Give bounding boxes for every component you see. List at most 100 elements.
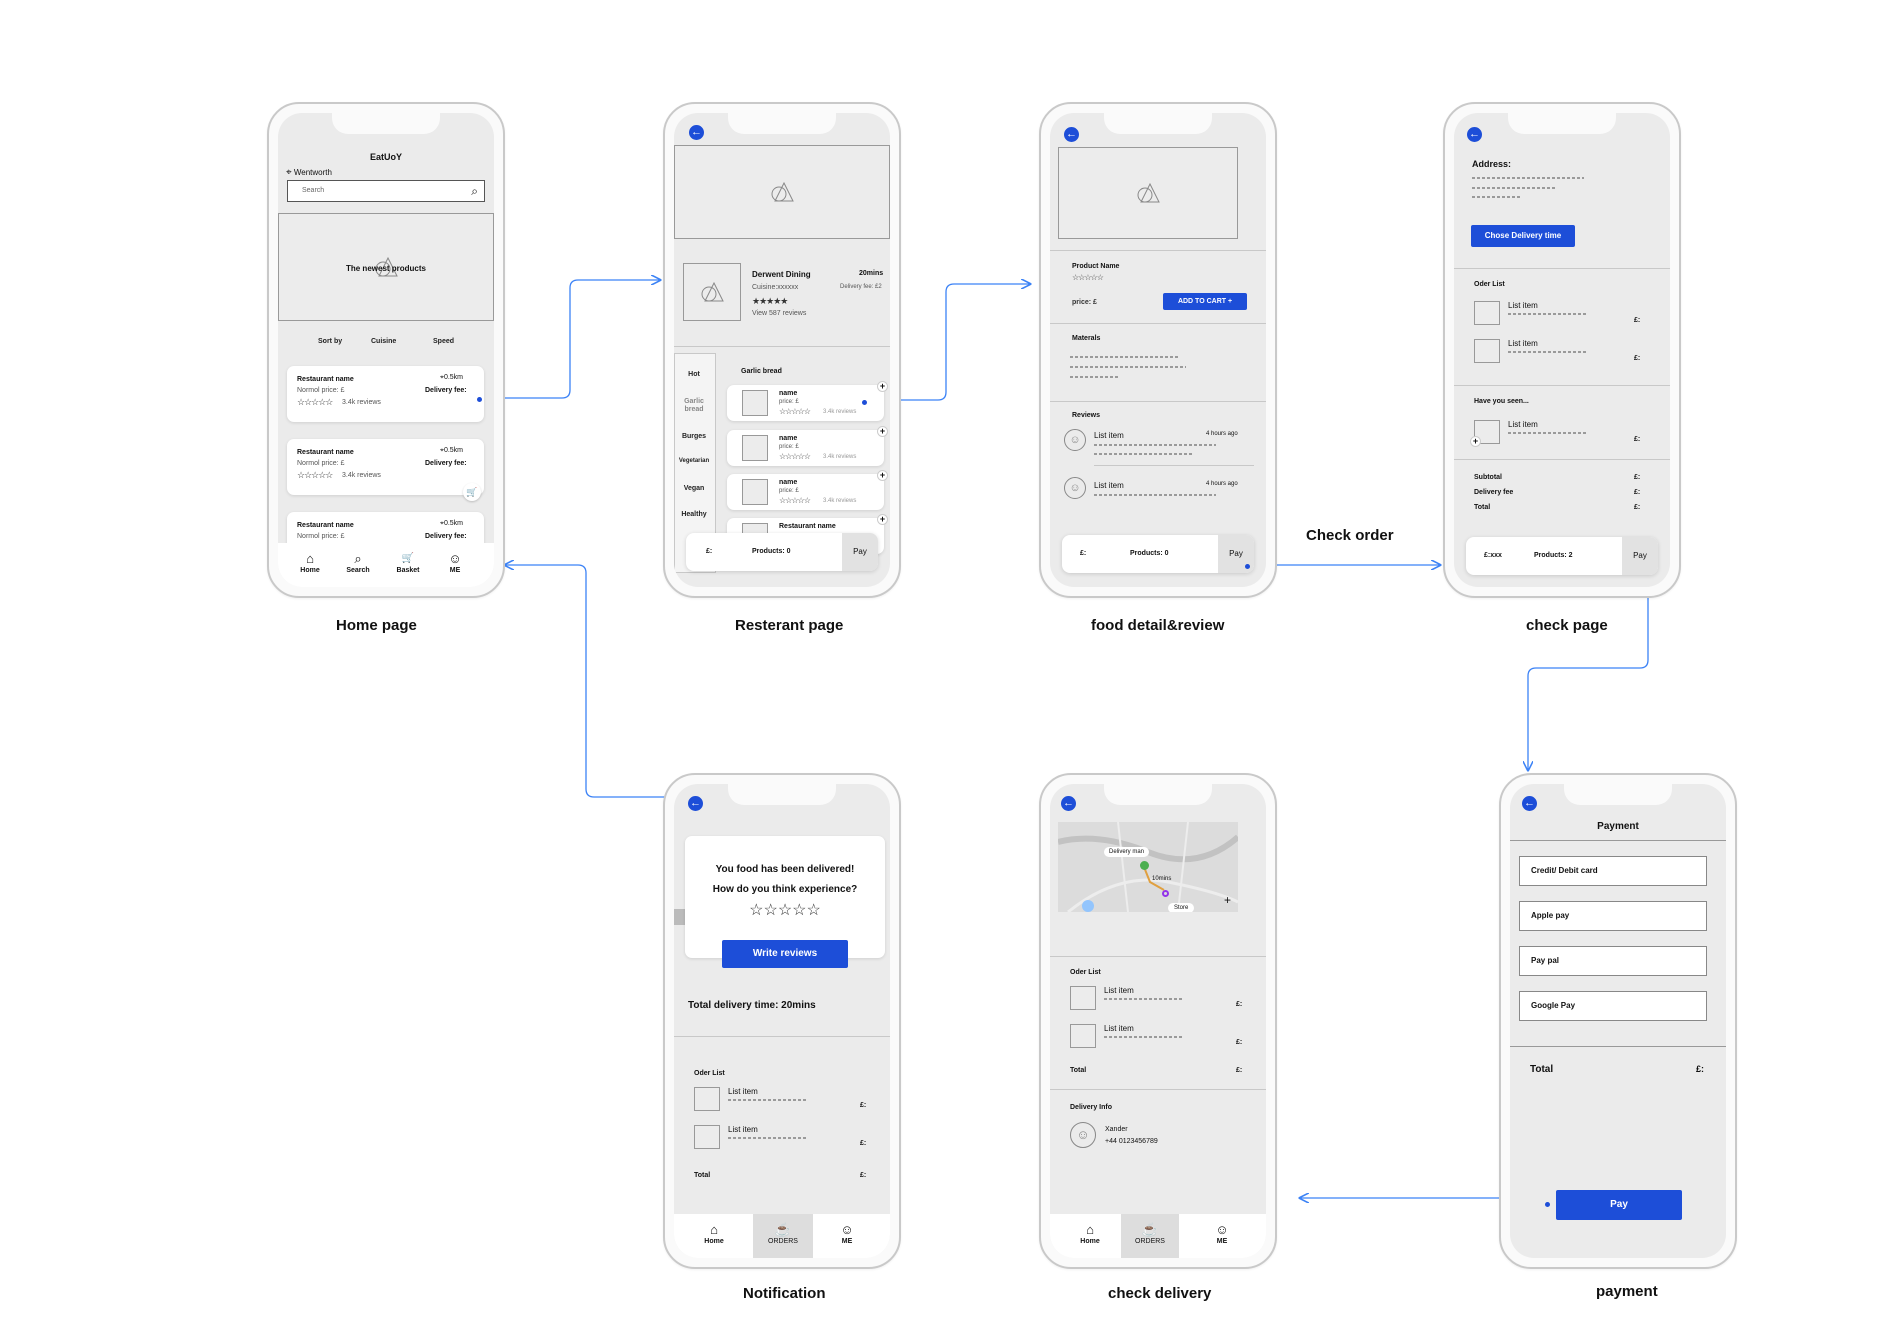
divider <box>1050 323 1266 324</box>
app-title: EatUoY <box>369 152 402 162</box>
payment-option-google-pay[interactable]: Google Pay <box>1519 991 1707 1021</box>
notch <box>1508 113 1616 134</box>
check-phone: ← Address: Chose Delivery time Oder List… <box>1443 102 1681 598</box>
item-name: name <box>779 390 798 397</box>
cart-bar[interactable]: £: Products: 0 Pay <box>686 533 878 571</box>
back-arrow-icon[interactable]: ← <box>1522 796 1537 811</box>
menu-item-card[interactable]: name price: £ ☆☆☆☆☆ 3.4k reviews + <box>727 426 888 466</box>
back-arrow-icon[interactable]: ← <box>1064 127 1079 142</box>
cart-bar[interactable]: £: Products: 0 Pay <box>1062 535 1254 573</box>
add-item-button[interactable]: + <box>1470 436 1481 447</box>
home-icon: ⌂ <box>1086 1222 1094 1237</box>
basket-icon: 🛒 <box>401 553 415 564</box>
rating-stars-input[interactable]: ☆☆☆☆☆ <box>749 902 821 919</box>
eta-label: 10mins <box>1152 876 1172 882</box>
add-item-button[interactable]: + <box>877 381 888 392</box>
bottom-tab-bar: ⌂Home ⌕Search 🛒Basket ☺ME <box>278 543 494 587</box>
write-reviews-button[interactable]: Write reviews <box>722 940 848 968</box>
divider <box>1454 385 1670 386</box>
cart-bar[interactable]: £:xxx Products: 2 Pay <box>1466 537 1658 575</box>
divider <box>1050 1089 1266 1090</box>
back-arrow-icon[interactable]: ← <box>1467 127 1482 142</box>
banner-image[interactable]: The newest products <box>278 213 494 321</box>
connector-anchor <box>862 400 867 405</box>
tab-search[interactable]: ⌕Search <box>338 543 378 587</box>
restaurant-price: Normol price: £ <box>297 387 345 394</box>
cuisine-filter[interactable]: Cuisine <box>371 338 397 345</box>
list-item-image <box>1474 339 1500 363</box>
section-title: Garlic bread <box>741 368 782 375</box>
floating-cart-button[interactable]: 🛒 <box>463 483 481 501</box>
review-count: 3.4k reviews <box>823 454 857 460</box>
back-arrow-icon[interactable]: ← <box>688 796 703 811</box>
courier-phone[interactable]: +44 0123456789 <box>1105 1138 1158 1145</box>
reviews-link[interactable]: View 587 reviews <box>752 310 807 317</box>
coffee-cup-icon: ☕ <box>1141 1222 1159 1237</box>
back-arrow-icon[interactable]: ← <box>1061 796 1076 811</box>
payment-option-paypal[interactable]: Pay pal <box>1519 946 1707 976</box>
caption-food: food detail&review <box>1091 617 1225 634</box>
sort-filter[interactable]: Sort by <box>318 338 343 345</box>
add-to-cart-button[interactable]: ADD TO CART + <box>1163 293 1247 310</box>
tab-me[interactable]: ☺ME <box>435 543 475 587</box>
tab-me[interactable]: ☺ME <box>827 1214 867 1258</box>
tab-home[interactable]: ⌂Home <box>694 1214 734 1258</box>
reviews-title: Reviews <box>1072 412 1101 419</box>
restaurant-card[interactable]: Restaurant name Normol price: £ ☆☆☆☆☆ 3.… <box>287 366 484 422</box>
add-item-button[interactable]: + <box>877 514 888 525</box>
menu-item-card[interactable]: name price: £ ☆☆☆☆☆ 3.4k reviews + <box>727 470 888 510</box>
rating-stars: ☆☆☆☆☆ <box>779 407 811 416</box>
tab-orders[interactable]: ☕ORDERS <box>1121 1214 1179 1258</box>
tab-me[interactable]: ☺ME <box>1202 1214 1242 1258</box>
tab-basket[interactable]: 🛒Basket <box>388 543 428 587</box>
restaurant-card[interactable]: Restaurant name Normol price: £ ☆☆☆☆☆ 3.… <box>287 439 484 495</box>
category-vegetarian[interactable]: Vegetarian <box>678 458 710 464</box>
review-title: List item <box>1094 481 1124 490</box>
cart-price: £:xxx <box>1484 552 1502 559</box>
notch <box>1104 784 1212 805</box>
list-item-text <box>1508 313 1588 315</box>
search-input[interactable]: Search ⌕ <box>287 180 485 202</box>
list-item-title: List item <box>728 1087 758 1096</box>
payment-option-card[interactable]: Credit/ Debit card <box>1519 856 1707 886</box>
rating-stars: ☆☆☆☆☆ <box>779 496 811 505</box>
back-arrow-icon[interactable]: ← <box>689 125 704 140</box>
choose-delivery-time-button[interactable]: Chose Delivery time <box>1471 225 1575 247</box>
tab-home[interactable]: ⌂Home <box>290 543 330 587</box>
payment-option-apple-pay[interactable]: Apple pay <box>1519 901 1707 931</box>
pay-button[interactable]: Pay <box>842 533 878 571</box>
category-garlic-bread[interactable]: Garlic bread <box>684 398 704 413</box>
location-pin-icon: ⌖ <box>440 520 444 527</box>
pay-button[interactable]: Pay <box>1622 537 1658 575</box>
location-label[interactable]: ⌖ Wentworth <box>286 167 332 178</box>
cart-icon: 🛒 <box>466 487 478 497</box>
category-vegan[interactable]: Vegan <box>683 485 705 492</box>
category-healthy[interactable]: Healthy <box>681 511 707 518</box>
pay-button[interactable]: Pay <box>1556 1190 1682 1220</box>
delivery-map[interactable]: Delivery man 10mins Store + <box>1058 822 1238 912</box>
menu-item-card[interactable]: name price: £ ☆☆☆☆☆ 3.4k reviews + <box>727 381 888 421</box>
list-item-text <box>1508 432 1588 434</box>
home-phone: EatUoY ⌖ Wentworth Search ⌕ The newest p… <box>267 102 505 598</box>
menu-item-image <box>742 479 768 505</box>
tab-orders[interactable]: ☕ORDERS <box>753 1214 813 1258</box>
total-label: Total <box>1474 504 1491 511</box>
category-burges[interactable]: Burges <box>681 433 707 440</box>
zoom-in-button[interactable]: + <box>1224 893 1232 907</box>
check-screen: ← Address: Chose Delivery time Oder List… <box>1454 113 1670 587</box>
location-pin-icon: ⌖ <box>440 374 444 381</box>
add-item-button[interactable]: + <box>877 470 888 481</box>
tab-home[interactable]: ⌂Home <box>1070 1214 1110 1258</box>
address-text <box>1472 177 1584 179</box>
address-text <box>1472 187 1556 189</box>
list-item-text <box>728 1099 808 1101</box>
background-tab <box>674 909 686 925</box>
speed-filter[interactable]: Speed <box>433 338 455 345</box>
courier-name: Xander <box>1105 1126 1128 1133</box>
list-item-title: List item <box>1508 420 1538 429</box>
review-text <box>1094 494 1216 496</box>
add-item-button[interactable]: + <box>877 426 888 437</box>
category-hot[interactable]: Hot <box>688 371 700 378</box>
connector-home-to-restaurant <box>478 280 660 399</box>
review-count: 3.4k reviews <box>823 409 857 415</box>
